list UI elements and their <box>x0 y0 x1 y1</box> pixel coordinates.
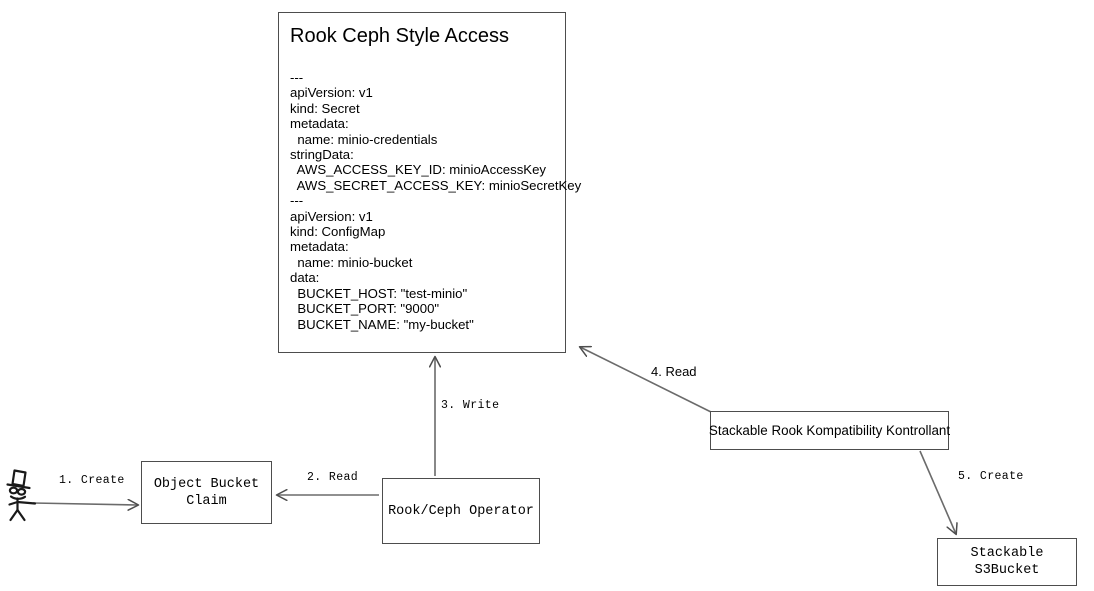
actor-stick-figure-icon <box>6 469 37 522</box>
node-stackable-rook-kompatibility-kontrollant[interactable]: Stackable Rook Kompatibility Kontrollant <box>708 411 951 450</box>
edge-label-2-read: 2. Read <box>307 471 359 484</box>
card-yaml-body: --- apiVersion: v1 kind: Secret metadata… <box>290 70 582 332</box>
node-rook-ceph-operator[interactable]: Rook/Ceph Operator <box>382 478 540 544</box>
node-object-bucket-claim-label: Object Bucket Claim <box>153 476 260 509</box>
edge-label-5-create: 5. Create <box>958 470 1024 483</box>
edge-label-3-write: 3. Write <box>441 399 500 412</box>
edge-5-create-line <box>919 450 956 534</box>
rook-ceph-style-access-card: Rook Ceph Style Access --- apiVersion: v… <box>278 12 582 353</box>
node-stackable-s3bucket-label: Stackable S3Bucket <box>970 546 1044 578</box>
node-srkk-label: Stackable Rook Kompatibility Kontrollant <box>708 423 951 438</box>
node-stackable-s3bucket[interactable]: Stackable S3Bucket <box>937 538 1077 586</box>
edge-label-1-create: 1. Create <box>59 474 125 487</box>
edge-label-4-read: 4. Read <box>651 364 697 379</box>
edge-4-read-line <box>580 347 712 413</box>
edge-1-create-line <box>32 503 138 505</box>
node-rook-ceph-operator-label: Rook/Ceph Operator <box>388 503 534 519</box>
card-title: Rook Ceph Style Access <box>290 25 509 47</box>
node-object-bucket-claim[interactable]: Object Bucket Claim <box>141 461 272 524</box>
